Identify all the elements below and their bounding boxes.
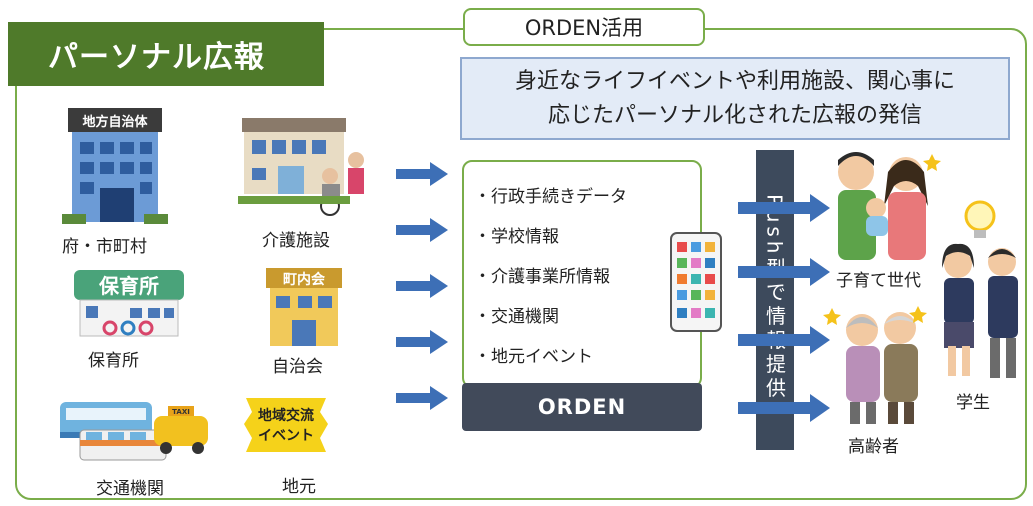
taxi-sign-text: TAXI <box>172 408 190 416</box>
event-badge-line-1: 地域交流 <box>258 407 314 424</box>
input-arrow-3 <box>396 274 448 298</box>
push-delivery-bar: Push型で情報提供 <box>756 150 794 450</box>
message-box: 身近なライフイベントや利用施設、関心事に 応じたパーソナル化された広報の発信 <box>460 57 1010 140</box>
message-line-1: 身近なライフイベントや利用施設、関心事に <box>514 68 955 94</box>
target-label-elderly: 高齢者 <box>848 437 899 457</box>
data-item: ・地元イベント <box>474 347 593 367</box>
care-facility-icon <box>238 118 364 216</box>
neighborhood-sign-text: 町内会 <box>283 271 326 288</box>
event-badge-line-2: イベント <box>258 428 314 444</box>
data-item: ・交通機関 <box>474 307 559 327</box>
nursery-sign-text: 保育所 <box>98 274 159 298</box>
input-arrow-2 <box>396 218 448 242</box>
source-label-transport: 交通機関 <box>96 479 164 499</box>
source-label-nursery: 保育所 <box>88 351 139 371</box>
message-line-2: 応じたパーソナル化された広報の発信 <box>547 102 922 128</box>
output-arrow-3 <box>738 326 830 354</box>
orden-usage-tab: ORDEN活用 <box>463 8 705 46</box>
data-item: ・学校情報 <box>474 227 559 247</box>
data-list-box: ・行政手続きデータ ・学校情報 ・介護事業所情報 ・交通機関 ・地元イベント <box>462 160 702 388</box>
source-label-care-facility: 介護施設 <box>262 231 330 251</box>
input-arrow-1 <box>396 162 448 186</box>
push-label: Push型で情報提供 <box>762 194 787 402</box>
government-building-icon: 地方自治体 <box>62 108 168 224</box>
orden-platform-box: ORDEN <box>462 383 702 431</box>
output-arrow-2 <box>738 258 830 286</box>
parents-family-icon <box>838 152 941 260</box>
source-label-local-event: 地元 <box>282 477 316 497</box>
smartphone-icon <box>670 232 722 332</box>
government-sign-text: 地方自治体 <box>82 114 148 130</box>
input-arrow-5 <box>396 386 448 410</box>
page-title: パーソナル広報 <box>8 22 324 86</box>
neighborhood-assoc-icon: 町内会 <box>266 268 342 346</box>
students-icon <box>942 200 1018 378</box>
target-label-parents: 子育て世代 <box>836 271 921 291</box>
nursery-icon: 保育所 <box>74 270 184 337</box>
output-arrow-1 <box>738 194 830 222</box>
source-label-neighborhood-assoc: 自治会 <box>272 357 323 377</box>
transport-icon: TAXI <box>60 402 208 461</box>
output-arrow-4 <box>738 394 830 422</box>
data-item: ・行政手続きデータ <box>474 187 627 207</box>
source-label-local-gov: 府・市町村 <box>62 237 147 257</box>
input-arrow-4 <box>396 330 448 354</box>
target-label-students: 学生 <box>956 393 990 413</box>
local-event-badge-icon: 地域交流 イベント <box>244 398 328 452</box>
elderly-couple-icon <box>823 306 927 424</box>
data-item: ・介護事業所情報 <box>474 267 610 287</box>
